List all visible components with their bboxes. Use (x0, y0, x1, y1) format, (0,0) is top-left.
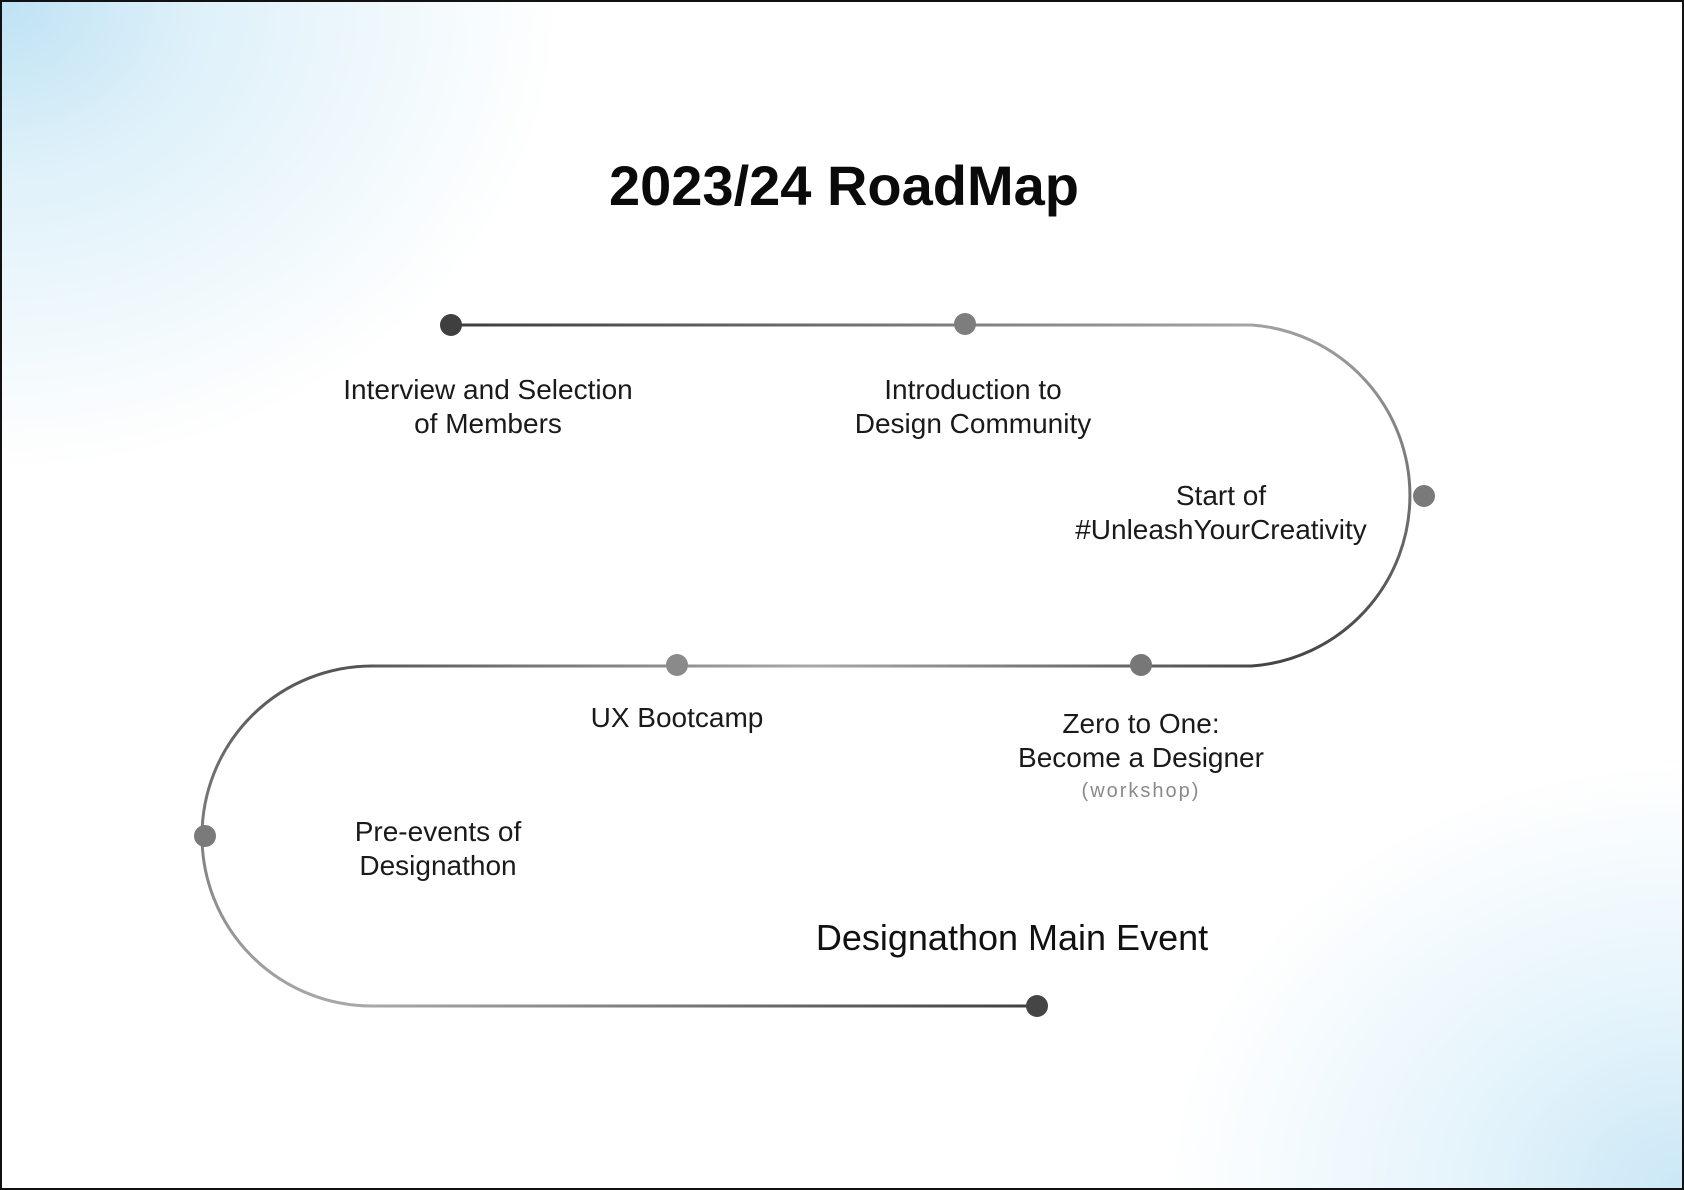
milestone-label-bootcamp: UX Bootcamp (527, 701, 827, 735)
milestone-label-pre-events: Pre-events of Designathon (288, 815, 588, 883)
milestone-text: #UnleashYourCreativity (1075, 514, 1367, 545)
milestone-node-creativity (1413, 485, 1435, 507)
final-milestone-label: Designathon Main Event (815, 917, 1209, 958)
milestone-label-community: Introduction to Design Community (773, 373, 1173, 441)
milestone-label-interview: Interview and Selection of Members (288, 373, 688, 441)
milestone-node-pre-events (194, 825, 216, 847)
milestone-node-workshop (1130, 654, 1152, 676)
milestone-note: (workshop) (1081, 780, 1201, 802)
milestone-text: Start of (1175, 480, 1267, 511)
path-segment-right-curve (1251, 323, 1412, 668)
milestone-text: Zero to One: (1062, 708, 1220, 739)
milestone-text: Become a Designer (1018, 742, 1264, 773)
milestone-text: of Members (414, 408, 562, 439)
milestone-text: Introduction to (884, 374, 1062, 405)
milestone-node-end (1026, 995, 1048, 1017)
milestone-text: Pre-events of (354, 816, 522, 847)
milestone-node-start (440, 314, 462, 336)
milestone-node-community (954, 313, 976, 335)
milestone-node-bootcamp (666, 654, 688, 676)
page-title: 2023/24 RoadMap (609, 154, 1079, 217)
milestone-label-creativity: Start of #UnleashYourCreativity (1021, 479, 1421, 547)
milestone-text: Design Community (854, 408, 1092, 439)
milestone-label-workshop: Zero to One: Become a Designer (workshop… (941, 707, 1341, 807)
milestone-text: Interview and Selection (343, 374, 633, 405)
milestone-text: UX Bootcamp (590, 702, 764, 733)
milestone-text: Designathon (359, 850, 517, 881)
